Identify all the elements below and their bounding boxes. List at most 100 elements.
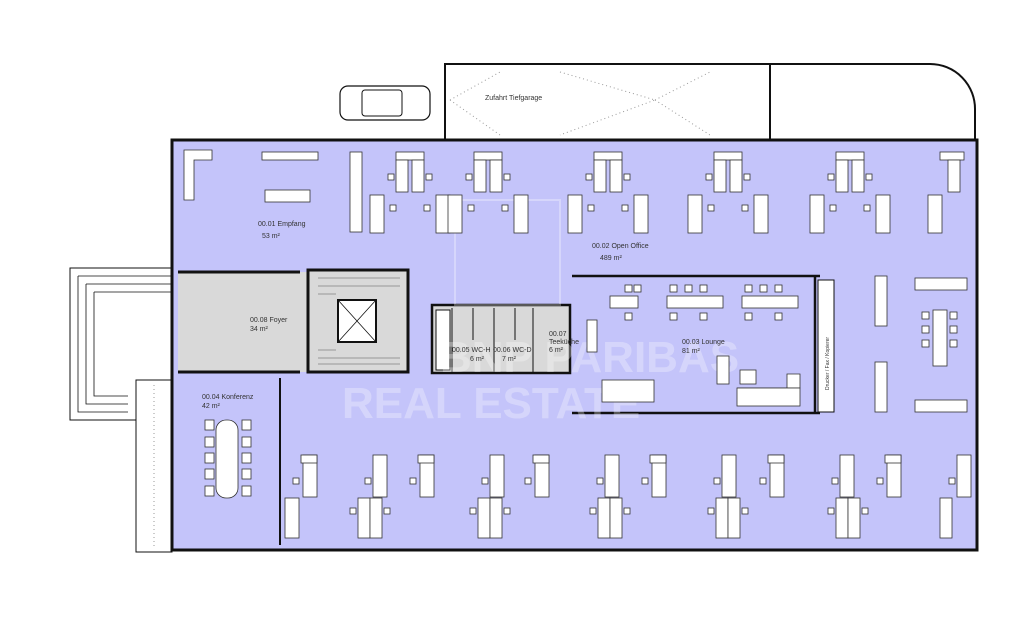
room-label-open-office: 00.02 Open Office — [592, 243, 649, 250]
desk — [593, 151, 623, 161]
desk — [204, 468, 215, 480]
reception-furniture — [183, 149, 363, 233]
desk — [623, 173, 631, 181]
desk — [357, 497, 371, 539]
room-area-teekueche: 6 m² — [549, 347, 564, 354]
room-area-wc-d: 7 m² — [502, 356, 517, 363]
wc-block — [430, 303, 572, 375]
desk — [713, 477, 721, 485]
desk — [809, 194, 825, 234]
lounge-sofa — [736, 387, 801, 407]
desk — [939, 151, 965, 161]
desk — [753, 194, 769, 234]
desk — [921, 325, 930, 334]
printer-counter — [817, 279, 835, 413]
desk — [927, 194, 943, 234]
desk — [503, 507, 511, 515]
desk — [409, 477, 417, 485]
desk — [423, 204, 431, 212]
printer-label: Drucker / Fax / Kopierer — [825, 337, 831, 390]
desk — [369, 497, 383, 539]
desk — [827, 507, 835, 515]
desk — [477, 497, 491, 539]
desk — [604, 454, 620, 498]
room-area-foyer: 34 m² — [250, 326, 269, 333]
car-icon — [339, 85, 431, 121]
desk — [715, 497, 729, 539]
desk — [473, 159, 487, 193]
desk — [503, 173, 511, 181]
desk — [589, 507, 597, 515]
desk — [713, 151, 743, 161]
exterior-wall — [170, 138, 979, 552]
desk — [829, 204, 837, 212]
desk — [956, 454, 972, 498]
desk — [609, 497, 623, 539]
desk — [721, 454, 737, 498]
desk — [624, 284, 633, 293]
desk — [713, 159, 727, 193]
desk — [465, 173, 473, 181]
desk — [593, 159, 607, 193]
desk — [921, 339, 930, 348]
desk — [759, 477, 767, 485]
desk — [949, 339, 958, 348]
desk — [669, 284, 678, 293]
desk — [835, 497, 849, 539]
desk — [847, 497, 861, 539]
desk — [875, 194, 891, 234]
desk — [395, 159, 409, 193]
desk — [372, 454, 388, 498]
desk — [621, 204, 629, 212]
desk — [425, 173, 433, 181]
desk — [204, 436, 215, 448]
billiard-table — [601, 379, 655, 403]
desk — [292, 477, 300, 485]
desk — [633, 284, 642, 293]
desk — [489, 159, 503, 193]
desk — [387, 173, 395, 181]
room-label-wc-d: 00.06 WC-D — [493, 347, 532, 354]
desk — [532, 454, 550, 464]
desk — [939, 497, 953, 539]
desk — [949, 325, 958, 334]
desk — [383, 507, 391, 515]
desk — [707, 507, 715, 515]
desk — [364, 477, 372, 485]
room-area-wc-h: 6 m² — [470, 356, 485, 363]
desk — [204, 419, 215, 431]
desk — [641, 477, 649, 485]
room-labels: 00.01 Empfang 53 m² 00.02 Open Office 48… — [202, 221, 725, 410]
garage-ramp: Zufahrt Tiefgarage — [444, 63, 977, 141]
desk — [865, 173, 873, 181]
desk — [669, 312, 678, 321]
desk — [863, 204, 871, 212]
desk — [241, 452, 252, 464]
desk — [501, 204, 509, 212]
desk — [707, 204, 715, 212]
room-label-teekueche-number: 00.07 — [549, 331, 567, 338]
desk — [741, 507, 749, 515]
desk — [469, 507, 477, 515]
desk — [861, 507, 869, 515]
desk — [241, 468, 252, 480]
desk — [204, 485, 215, 497]
conference-table — [215, 419, 239, 499]
desk — [741, 204, 749, 212]
desk — [921, 311, 930, 320]
desk — [705, 173, 713, 181]
room-label-wc-h: 00.05 WC-H — [452, 347, 491, 354]
desk — [727, 497, 741, 539]
desk — [473, 151, 503, 161]
desk — [774, 284, 783, 293]
room-area-open-office: 489 m² — [600, 255, 622, 262]
desk — [349, 507, 357, 515]
desk — [759, 284, 768, 293]
desk — [241, 419, 252, 431]
desk — [827, 173, 835, 181]
desk — [744, 312, 753, 321]
desk — [744, 284, 753, 293]
desk — [241, 485, 252, 497]
room-area-konferenz: 42 m² — [202, 403, 221, 410]
desk — [684, 284, 693, 293]
